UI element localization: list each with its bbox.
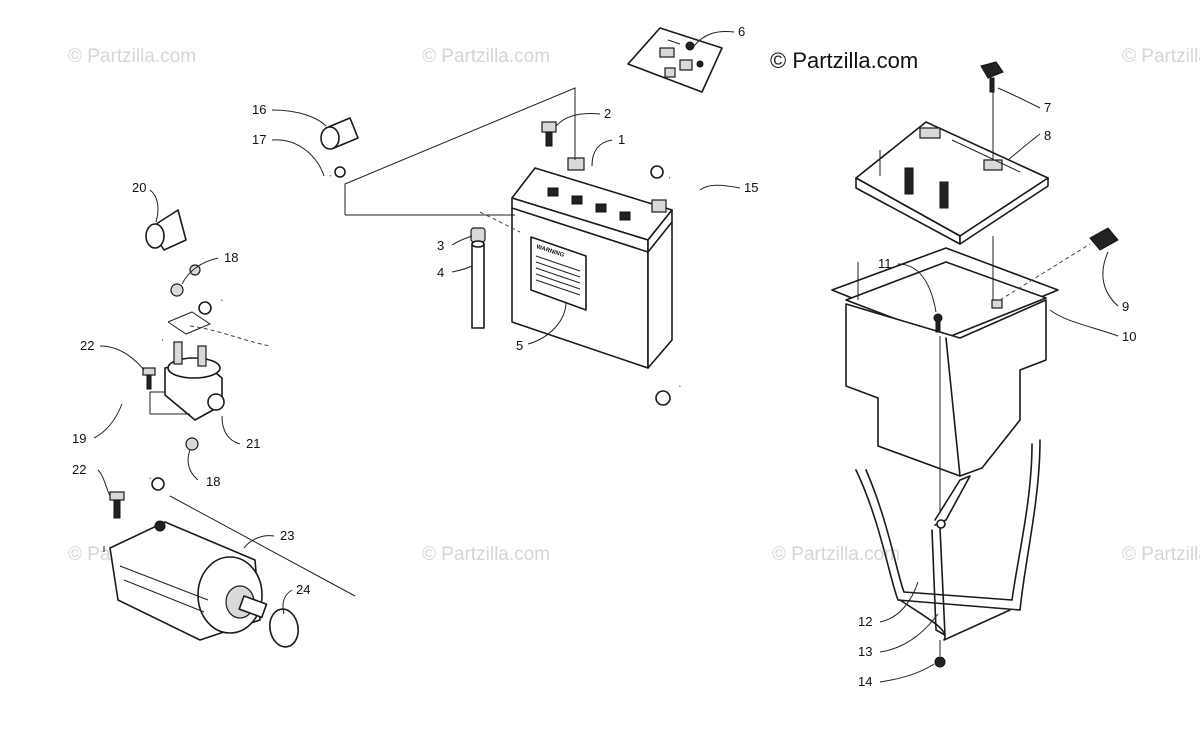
part-17-positive-cable[interactable] [198, 166, 346, 315]
callout-22: 22 [72, 462, 86, 477]
part-24-o-ring[interactable] [267, 607, 301, 649]
part-13-hold-down-strap[interactable] [931, 475, 971, 636]
watermark: © Partzilla.com [422, 544, 550, 565]
part-6-terminal-kit[interactable] [627, 27, 723, 93]
part-1-battery[interactable]: WARNING [511, 157, 673, 369]
callout-11: 11 [878, 256, 892, 271]
part-3-vent-cap[interactable] [470, 227, 486, 243]
callout-9: 9 [1122, 299, 1129, 314]
brand-title: © Partzilla.com [770, 48, 918, 73]
callout-18: 18 [224, 250, 238, 265]
callout-13: 13 [858, 644, 872, 659]
callout-7: 7 [1044, 100, 1051, 115]
leader-lines [93, 31, 1119, 683]
callout-3: 3 [437, 238, 444, 253]
part-14-nut[interactable] [934, 656, 946, 668]
callout-24: 24 [296, 582, 310, 597]
callout-16: 16 [252, 102, 266, 117]
watermark: © Partzilla.com [68, 46, 196, 67]
callout-10: 10 [1122, 329, 1136, 344]
callout-23: 23 [280, 528, 294, 543]
callout-2: 2 [604, 106, 611, 121]
watermark: © Partzilla.com [422, 46, 550, 67]
callout-6: 6 [738, 24, 745, 39]
part-8-battery-cover[interactable] [855, 121, 1049, 245]
part-11-screw[interactable] [933, 313, 943, 333]
callout-17: 17 [252, 132, 266, 147]
part-18-nut[interactable] [170, 264, 201, 451]
part-19-starter-cable[interactable] [122, 337, 165, 491]
part-23-starter-motor[interactable] [103, 495, 356, 641]
callout-1: 1 [618, 132, 625, 147]
part-20-solenoid-boot[interactable] [145, 209, 187, 251]
part-4-vent-tube[interactable] [471, 240, 485, 329]
callout-15: 15 [744, 180, 758, 195]
callout-8: 8 [1044, 128, 1051, 143]
part-12-hold-down-strap[interactable] [855, 439, 1041, 641]
callout-21: 21 [246, 436, 260, 451]
callout-5: 5 [516, 338, 523, 353]
part-2-bolt[interactable] [541, 121, 557, 147]
part-9-clip[interactable] [1089, 227, 1119, 251]
watermark: © Partzilla.com [1122, 46, 1200, 67]
part-10-battery-box[interactable] [831, 247, 1059, 477]
watermark: © Partzilla.com [1122, 544, 1200, 565]
part-16-terminal-boot[interactable] [320, 117, 359, 150]
part-15-battery-cable[interactable] [650, 165, 726, 406]
callout-22: 22 [80, 338, 94, 353]
callout-4: 4 [437, 265, 444, 280]
callout-14: 14 [858, 674, 872, 689]
part-21-starter-solenoid[interactable] [149, 341, 225, 421]
watermark: © Partzilla.com [772, 544, 900, 565]
callout-20: 20 [132, 180, 146, 195]
callout-18: 18 [206, 474, 220, 489]
callout-labels: 1 2 3 4 5 6 7 8 9 10 11 12 13 14 15 16 1… [72, 24, 1136, 689]
callout-12: 12 [858, 614, 872, 629]
callout-19: 19 [72, 431, 86, 446]
part-7-knob[interactable] [980, 61, 1004, 93]
